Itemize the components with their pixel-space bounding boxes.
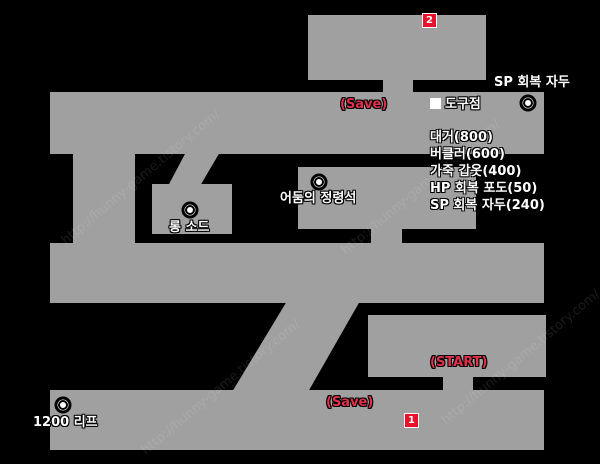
ring-icon-inner (58, 400, 68, 410)
label-save-bottom: (Save) (326, 395, 374, 410)
shop-item: HP 회복 포도(50) (430, 181, 538, 196)
floor-areas (50, 15, 546, 450)
label-leaf: 1200 리프 (33, 415, 98, 430)
marker-2: 2 (422, 13, 437, 28)
shop-item: 대거(800) (430, 130, 493, 145)
point-icons (54, 94, 537, 414)
ring-icon-inner (523, 98, 533, 108)
label-sp-jadu: SP 회복 자두 (494, 75, 570, 90)
label-save-top: (Save) (340, 97, 388, 112)
diagonal-passage-lower (232, 301, 360, 392)
shop-item: 버클러(600) (430, 147, 505, 162)
start-room (368, 315, 546, 377)
middle-corridor (50, 243, 544, 303)
square-icon (430, 98, 441, 109)
label-dark-crystal: 어둠의 정령석 (280, 191, 357, 206)
marker-1: 1 (404, 413, 419, 428)
shop-item-list: 대거(800) 버클러(600) 가죽 갑옷(400) HP 회복 포도(50)… (430, 129, 545, 214)
top-room (308, 15, 486, 80)
crystal-room (298, 167, 476, 229)
crystal-connector (371, 227, 402, 245)
upper-corridor (50, 92, 544, 154)
diagonal-passage-upper (168, 152, 220, 186)
label-start: (START) (430, 355, 488, 370)
bottom-corridor (50, 390, 544, 450)
ring-icon-inner (314, 177, 324, 187)
shop-item: 가죽 갑옷(400) (430, 164, 522, 179)
top-connector (383, 78, 413, 94)
shop-title: 도구점 (430, 97, 481, 113)
shop-title-text: 도구점 (445, 97, 481, 112)
shop-item: SP 회복 자두(240) (430, 198, 545, 213)
start-connector (443, 375, 473, 393)
left-passage (73, 152, 135, 244)
label-long-sword: 롱 소드 (169, 220, 210, 235)
ring-icon-inner (185, 205, 195, 215)
